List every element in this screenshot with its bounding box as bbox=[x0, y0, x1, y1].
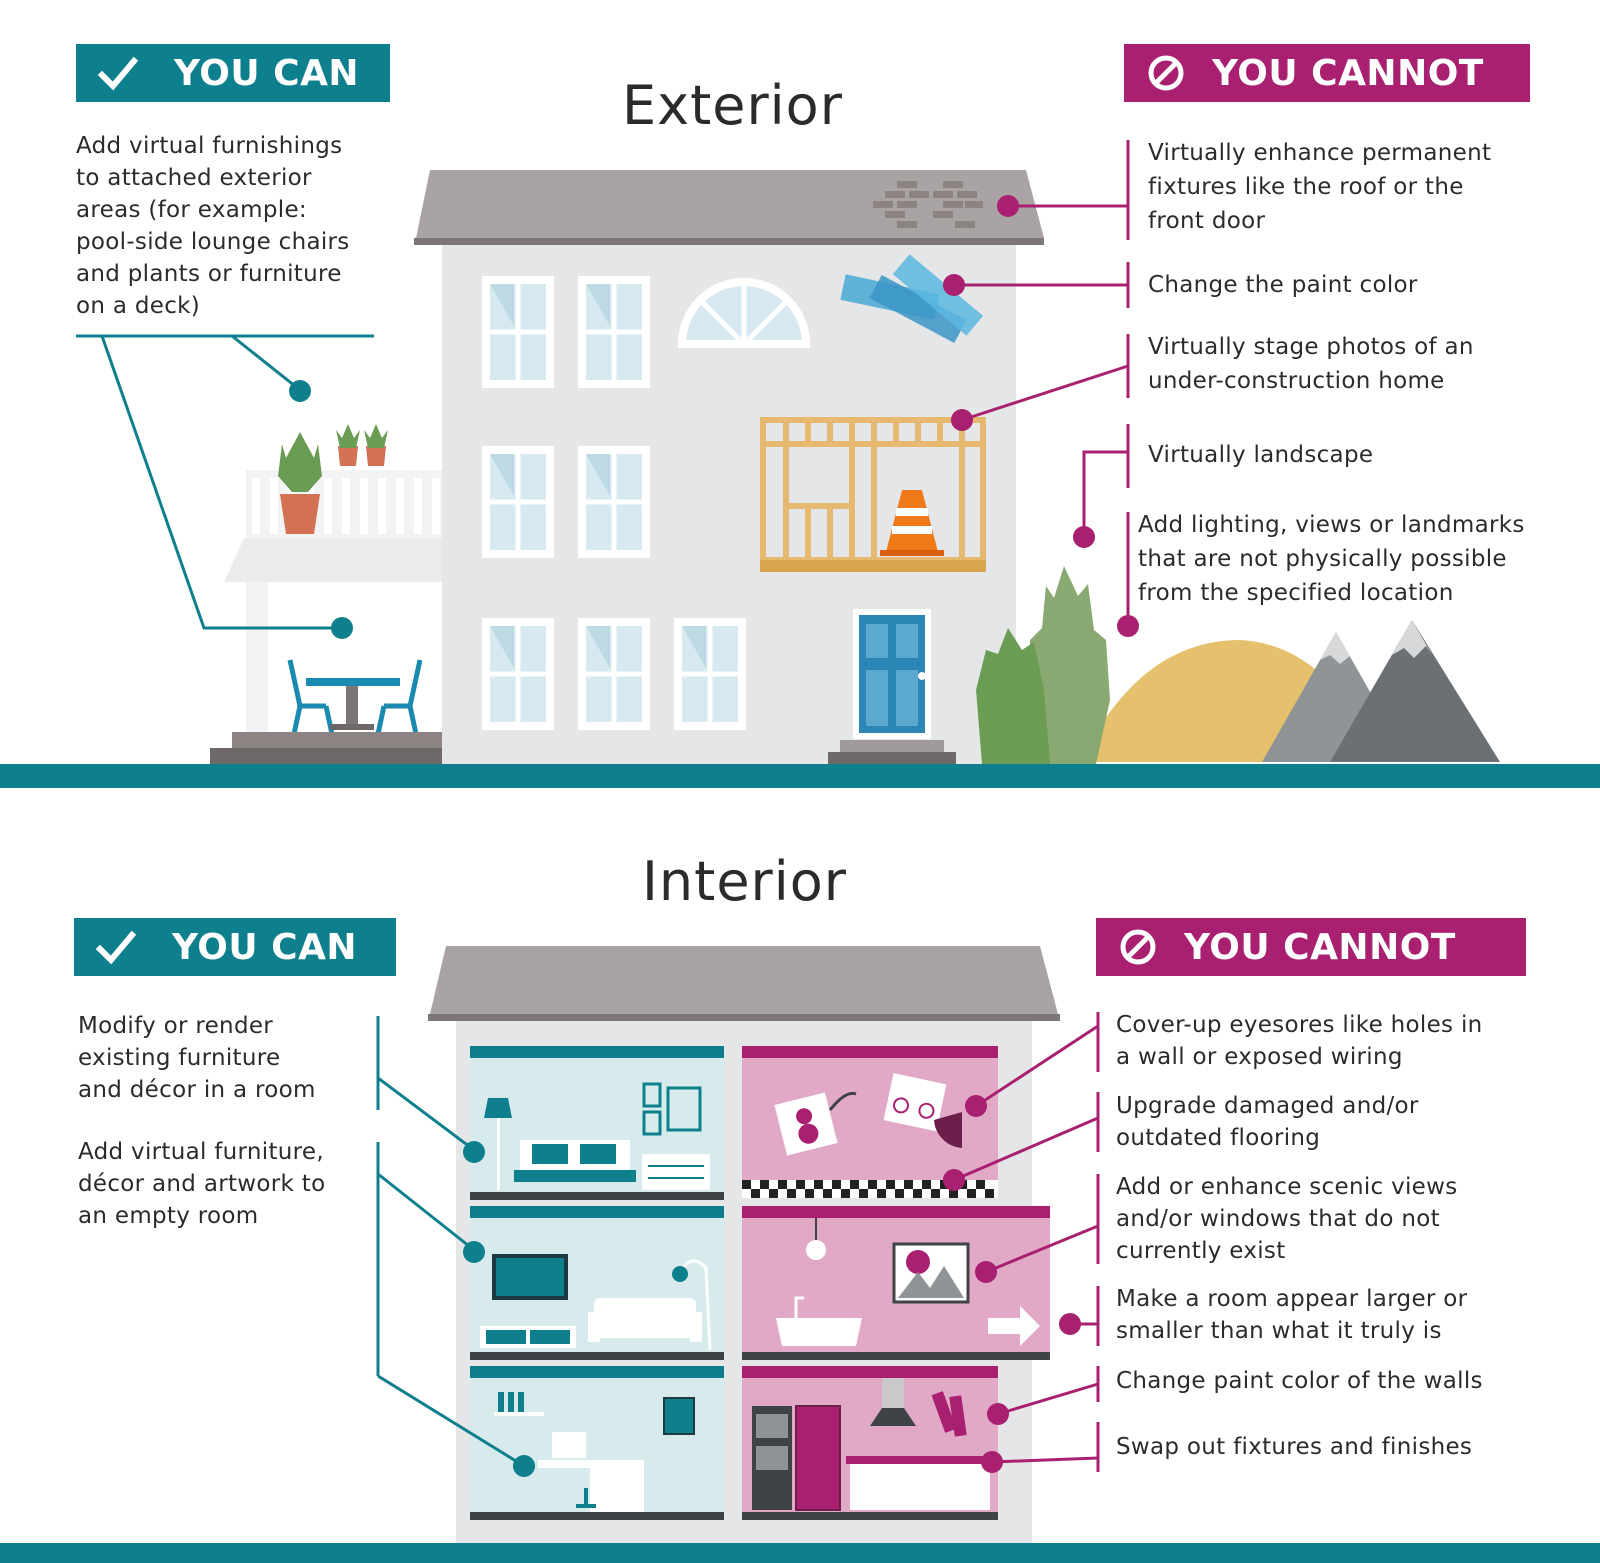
fridge-icon bbox=[795, 1405, 841, 1511]
exterior-cannot-callouts bbox=[954, 140, 1130, 626]
interior-house bbox=[428, 946, 1060, 1543]
callout-dot-hole bbox=[965, 1095, 987, 1117]
badge-label: YOU CANNOT bbox=[1184, 926, 1456, 968]
floor-lamp-icon bbox=[484, 1098, 512, 1190]
interior-cannot-callouts bbox=[953, 1012, 1100, 1472]
tv-stand-icon bbox=[480, 1326, 576, 1348]
exterior-ground bbox=[0, 764, 1600, 788]
callout-dot-floor bbox=[943, 1169, 965, 1191]
wall-frames-icon bbox=[642, 1082, 702, 1136]
interior-cannot-item: Swap out fixtures and finishes bbox=[1116, 1434, 1473, 1460]
interior-cannot-item: Cover-up eyesores like holes in a wall o… bbox=[1116, 1012, 1483, 1070]
sofa-icon bbox=[588, 1298, 702, 1342]
dresser-icon bbox=[642, 1154, 710, 1190]
prohibited-icon bbox=[1146, 53, 1186, 93]
mountain-right bbox=[1330, 620, 1500, 762]
exterior-cannot-item: Virtually enhance permanent fixtures lik… bbox=[1148, 140, 1492, 234]
callout-dot-views bbox=[1117, 615, 1139, 637]
callout-dot-bedroom bbox=[463, 1141, 485, 1163]
callout-dot-balcony bbox=[289, 380, 311, 402]
exterior-cannot-item: Virtually stage photos of an under-const… bbox=[1148, 334, 1474, 394]
interior-can-callouts bbox=[376, 1016, 525, 1468]
interior-cannot-item: Upgrade damaged and/or outdated flooring bbox=[1116, 1093, 1419, 1151]
interior-title: Interior bbox=[642, 850, 847, 913]
exposed-wiring-icon bbox=[828, 1091, 857, 1111]
callout-dot-window bbox=[975, 1261, 997, 1283]
prohibited-icon bbox=[1118, 927, 1158, 967]
callout-dot-construction bbox=[951, 409, 973, 431]
exterior-house bbox=[210, 170, 1500, 764]
roof-bricks-icon bbox=[873, 181, 983, 228]
tv-icon bbox=[492, 1254, 568, 1300]
wall-art-frame bbox=[663, 1397, 695, 1435]
bed-icon bbox=[514, 1140, 636, 1182]
badge-label: YOU CAN bbox=[172, 926, 358, 968]
checkmark-icon bbox=[98, 53, 138, 93]
paint-samples-icon bbox=[931, 1391, 967, 1437]
callout-dot-paint bbox=[943, 274, 965, 296]
callout-dot-patio bbox=[331, 617, 353, 639]
interior-can-item: Add virtual furniture, décor and artwork… bbox=[78, 1139, 326, 1229]
kitchen-counter bbox=[850, 1462, 990, 1510]
interior-can-item: Modify or render existing furniture and … bbox=[78, 1013, 316, 1103]
construction-frame bbox=[760, 417, 986, 563]
interior-you-cannot-badge: YOU CANNOT bbox=[1096, 918, 1526, 976]
exterior-you-cannot-badge: YOU CANNOT bbox=[1124, 44, 1530, 102]
interior-cannot-item: Change paint color of the walls bbox=[1116, 1368, 1483, 1394]
callout-dot-living bbox=[463, 1241, 485, 1263]
callout-dot-landscape bbox=[1073, 526, 1095, 548]
paint-swatches-icon bbox=[840, 254, 984, 344]
callout-dot-wall-paint bbox=[987, 1403, 1009, 1425]
trees-icon bbox=[976, 566, 1110, 764]
callout-dot-roof bbox=[997, 195, 1019, 217]
hole-in-wall bbox=[934, 1112, 962, 1148]
interior-roof bbox=[430, 946, 1058, 1014]
potted-plants-icon bbox=[278, 424, 388, 534]
mountain-left-snow bbox=[1320, 632, 1350, 664]
teddy-photo-icon bbox=[774, 1092, 838, 1156]
arrow-right-icon bbox=[988, 1306, 1040, 1346]
exterior-can-callouts bbox=[76, 334, 374, 630]
exterior-cannot-item: Add lighting, views or landmarks that ar… bbox=[1138, 512, 1525, 606]
badge-label: YOU CAN bbox=[174, 52, 360, 94]
interior-you-can-badge: YOU CAN bbox=[74, 918, 396, 976]
exterior-can-item: Add virtual furnishings to attached exte… bbox=[76, 133, 350, 319]
exterior-roof bbox=[416, 170, 1044, 238]
bathtub-icon bbox=[776, 1296, 862, 1346]
interior-cannot-item: Make a room appear larger or smaller tha… bbox=[1116, 1286, 1468, 1344]
patio-furniture-icon bbox=[287, 659, 423, 735]
badge-label: YOU CANNOT bbox=[1212, 52, 1484, 94]
oven-icon bbox=[752, 1406, 792, 1510]
checkmark-icon bbox=[96, 927, 136, 967]
callout-dot-size bbox=[1059, 1313, 1081, 1335]
exterior-cannot-item: Virtually landscape bbox=[1148, 442, 1374, 468]
mountain-right-snow bbox=[1392, 620, 1432, 658]
exterior-cannot-item: Change the paint color bbox=[1148, 272, 1418, 298]
callout-dot-office bbox=[513, 1455, 535, 1477]
bookshelf-icon bbox=[494, 1392, 544, 1416]
desk-icon bbox=[538, 1432, 644, 1512]
callout-dot-fixtures bbox=[981, 1451, 1003, 1473]
exterior-you-can-badge: YOU CAN bbox=[76, 44, 390, 102]
pendant-lamp-icon bbox=[806, 1240, 826, 1260]
interior-ground bbox=[0, 1543, 1600, 1563]
exterior-title: Exterior bbox=[622, 74, 843, 137]
traffic-cone-icon bbox=[880, 490, 944, 556]
interior-cannot-item: Add or enhance scenic views and/or windo… bbox=[1116, 1174, 1458, 1264]
bicycle-photo-icon bbox=[883, 1073, 947, 1132]
scenic-picture-icon bbox=[892, 1242, 970, 1304]
